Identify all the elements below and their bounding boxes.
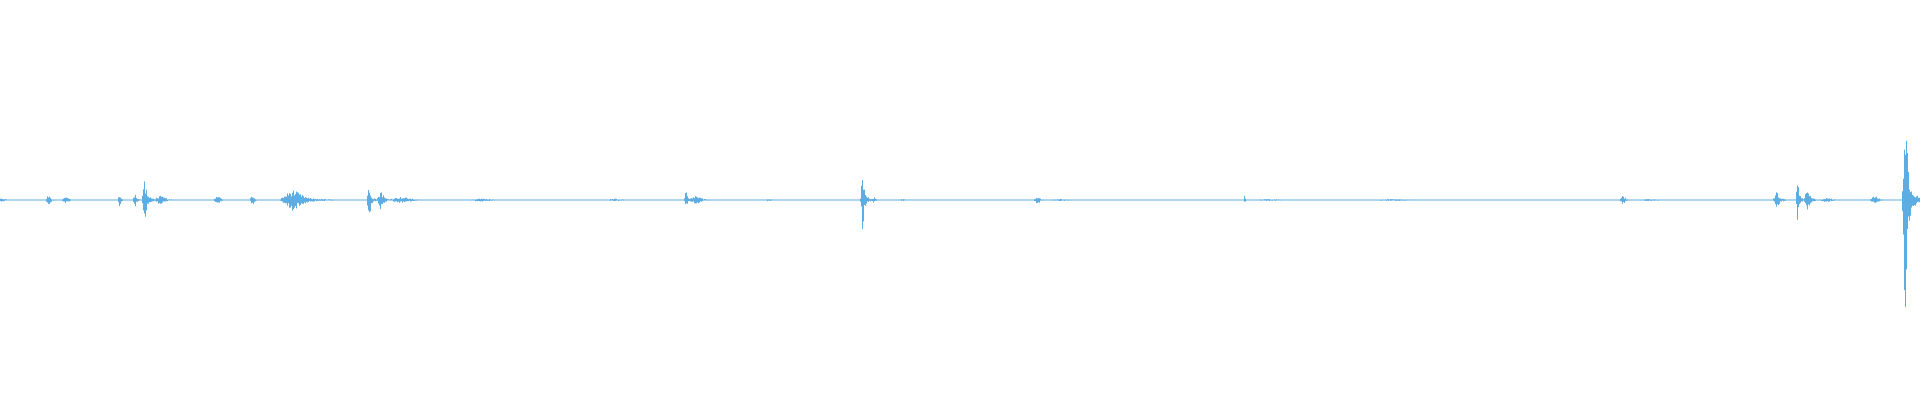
waveform-peaks (0, 140, 1920, 308)
